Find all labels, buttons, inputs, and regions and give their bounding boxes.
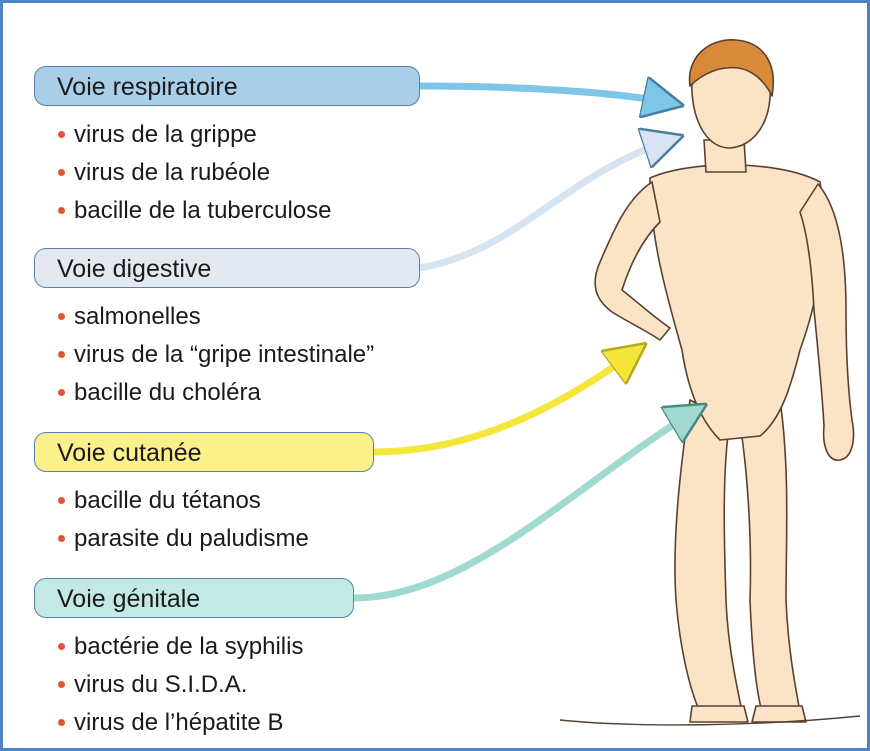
list-item: bactérie de la syphilis [58, 628, 303, 666]
route-items-genital: bactérie de la syphilis virus du S.I.D.A… [58, 628, 303, 742]
list-item: virus de l’hépatite B [58, 704, 303, 742]
arrow-respiratory [420, 86, 676, 104]
route-label-respiratory: Voie respiratoire [34, 66, 420, 106]
bullet-icon [58, 681, 65, 688]
route-items-digestive: salmonelles virus de la “gripe intestina… [58, 298, 374, 412]
arrow-genital [354, 408, 700, 598]
bullet-icon [58, 313, 65, 320]
bullet-icon [58, 643, 65, 650]
route-label-digestive: Voie digestive [34, 248, 420, 288]
route-items-respiratory: virus de la grippe virus de la rubéole b… [58, 116, 332, 230]
list-item: bacille de la tuberculose [58, 192, 332, 230]
route-label-genital: Voie génitale [34, 578, 354, 618]
list-item: bacille du choléra [58, 374, 374, 412]
bullet-icon [58, 535, 65, 542]
bullet-icon [58, 131, 65, 138]
list-item: parasite du paludisme [58, 520, 309, 558]
bullet-icon [58, 169, 65, 176]
bullet-icon [58, 389, 65, 396]
human-figure [595, 40, 853, 722]
bullet-icon [58, 719, 65, 726]
list-item: bacille du tétanos [58, 482, 309, 520]
list-item: virus du S.I.D.A. [58, 666, 303, 704]
list-item: virus de la “gripe intestinale” [58, 336, 374, 374]
list-item: virus de la rubéole [58, 154, 332, 192]
list-item: salmonelles [58, 298, 374, 336]
bullet-icon [58, 207, 65, 214]
bullet-icon [58, 497, 65, 504]
arrow-cutaneous [374, 348, 640, 452]
route-items-cutaneous: bacille du tétanos parasite du paludisme [58, 482, 309, 558]
route-label-cutaneous: Voie cutanée [34, 432, 374, 472]
bullet-icon [58, 351, 65, 358]
list-item: virus de la grippe [58, 116, 332, 154]
